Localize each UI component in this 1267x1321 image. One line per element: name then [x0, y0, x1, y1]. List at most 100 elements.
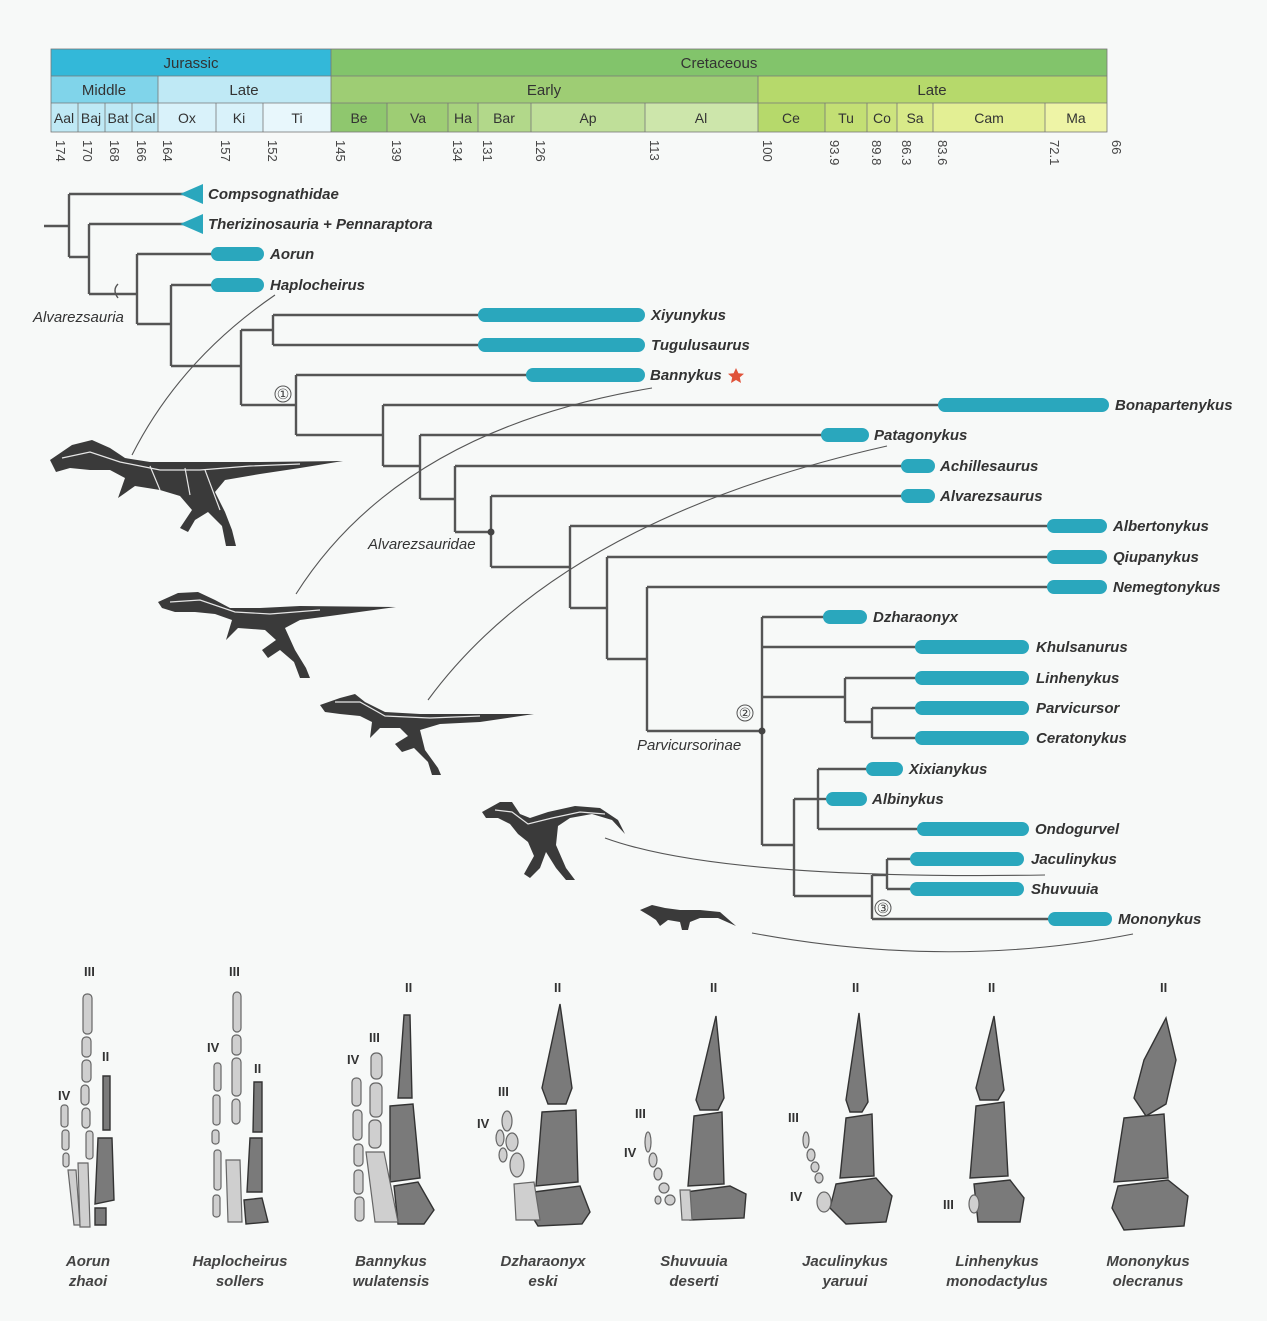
taxon-label: Tugulusaurus — [651, 337, 750, 354]
stage-label: Baj — [81, 110, 101, 126]
digit-label: III — [498, 1084, 509, 1099]
period-jurassic — [51, 49, 331, 76]
manus-shuvuuia — [644, 1015, 747, 1221]
stage-label: Cal — [134, 110, 155, 126]
digit-label: IV — [207, 1040, 220, 1055]
epoch-label: Late — [229, 82, 258, 99]
digit-label: II — [1160, 980, 1167, 995]
species-genus-label: Linhenykus — [955, 1253, 1038, 1270]
age-label: 157 — [218, 140, 233, 162]
taxon-label: Ondogurvel — [1035, 821, 1120, 838]
species-epithet-label: sollers — [216, 1273, 264, 1290]
species-genus-label: Aorun — [65, 1253, 110, 1270]
age-label: 134 — [450, 140, 465, 162]
manus-linhenykus — [968, 1015, 1025, 1223]
stage-label: Bat — [107, 110, 128, 126]
star-icon — [728, 368, 744, 383]
species-genus-label: Dzharaonyx — [500, 1253, 586, 1270]
epoch-late-jurassic — [158, 76, 331, 103]
stage-label: Ha — [454, 110, 472, 126]
taxon-label: Therizinosauria + Pennaraptora — [208, 216, 433, 233]
digit-labels: III II IV III IV II II III IV II III IV … — [58, 964, 1167, 1212]
taxon-label: Achillesaurus — [939, 458, 1038, 475]
manus-aorun — [60, 993, 115, 1228]
stage-label: Sa — [906, 110, 923, 126]
connector-lines — [131, 294, 1134, 953]
digit-label: II — [254, 1061, 261, 1076]
age-label: 145 — [333, 140, 348, 162]
stage-label: Cam — [974, 110, 1004, 126]
digit-label: IV — [624, 1145, 637, 1160]
digit-label: II — [852, 980, 859, 995]
digit-label: II — [554, 980, 561, 995]
stage-label: Ox — [178, 110, 196, 126]
timescale-grid — [50, 48, 1108, 133]
age-label: 152 — [265, 140, 280, 162]
species-genus-label: Mononykus — [1106, 1253, 1189, 1270]
taxon-label: Parvicursor — [1036, 700, 1121, 717]
taxon-label: Albinykus — [871, 791, 944, 808]
node-marker: ① — [277, 387, 290, 403]
age-label: 126 — [533, 140, 548, 162]
node-dot — [487, 528, 495, 536]
manus-jaculinykus — [802, 1012, 893, 1225]
age-label: 170 — [80, 140, 95, 162]
epoch-label: Middle — [82, 82, 126, 99]
node-markers: ① ② ③ — [274, 385, 892, 917]
taxon-label: Xiyunykus — [650, 307, 726, 324]
digit-label: II — [988, 980, 995, 995]
digit-label: III — [369, 1030, 380, 1045]
species-epithet-label: zhaoi — [68, 1273, 108, 1290]
species-genus-label: Haplocheirus — [192, 1253, 287, 1270]
epoch-label: Late — [917, 82, 946, 99]
taxon-label: Xixianykus — [908, 761, 987, 778]
digit-label: III — [229, 964, 240, 979]
node-marker: ③ — [877, 901, 890, 917]
taxon-label: Khulsanurus — [1036, 639, 1128, 656]
period-label-cretaceous: Cretaceous — [681, 55, 758, 72]
age-label: 86.3 — [899, 140, 914, 165]
age-label: 174 — [53, 140, 68, 162]
age-label: 131 — [480, 140, 495, 162]
skeleton-shuvuuia — [482, 802, 625, 880]
geologic-timescale: Jurassic Cretaceous Middle Late Early La… — [50, 48, 1124, 165]
taxon-label: Alvarezsaurus — [939, 488, 1043, 505]
clade-label-alvarezsauria: Alvarezsauria — [32, 309, 124, 326]
skeleton-patagonykus — [320, 694, 534, 775]
taxon-label: Dzharaonyx — [873, 609, 959, 626]
stage-label: Ki — [233, 110, 245, 126]
age-label: 66 — [1109, 140, 1124, 154]
taxon-label: Mononykus — [1118, 911, 1201, 928]
species-genus-label: Bannykus — [355, 1253, 427, 1270]
digit-label: II — [405, 980, 412, 995]
age-label: 100 — [760, 140, 775, 162]
digit-label: IV — [790, 1189, 803, 1204]
skeleton-bannykus — [158, 592, 396, 678]
taxon-label: Jaculinykus — [1031, 851, 1117, 868]
taxon-label: Bonapartenykus — [1115, 397, 1233, 414]
digit-label: II — [102, 1049, 109, 1064]
epoch-middle-jurassic — [51, 76, 158, 103]
species-genus-label: Jaculinykus — [802, 1253, 888, 1270]
digit-label: III — [84, 964, 95, 979]
age-label: 166 — [134, 140, 149, 162]
period-label-jurassic: Jurassic — [163, 55, 219, 72]
manus-bannykus — [351, 1014, 435, 1225]
species-epithet-label: eski — [528, 1273, 558, 1290]
stage-label: Ti — [291, 110, 302, 126]
age-label: 93.9 — [827, 140, 842, 165]
stage-label: Ap — [579, 110, 596, 126]
skeleton-haplocheirus — [50, 440, 343, 546]
age-label: 72.1 — [1047, 140, 1062, 165]
stage-row — [51, 103, 1107, 132]
stage-label: Ce — [782, 110, 800, 126]
taxon-label: Compsognathidae — [208, 186, 339, 203]
digit-label: III — [943, 1197, 954, 1212]
age-label: 168 — [107, 140, 122, 162]
age-label: 89.8 — [869, 140, 884, 165]
clade-label-parvicursorinae: Parvicursorinae — [637, 737, 741, 754]
age-label: 139 — [389, 140, 404, 162]
epoch-late-cretaceous — [758, 76, 1107, 103]
taxon-label: Bannykus — [650, 367, 722, 384]
